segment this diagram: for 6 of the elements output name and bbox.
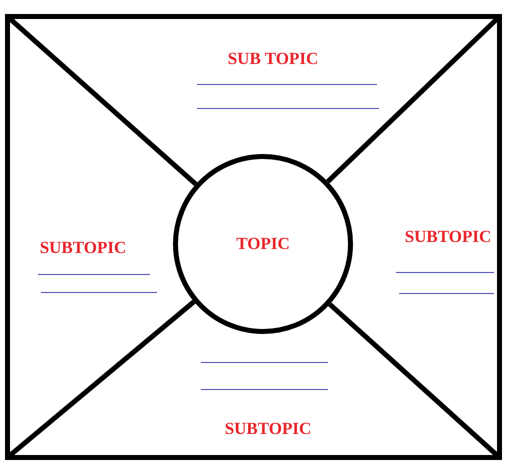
frame-border <box>5 14 502 460</box>
subtopic-label: SUBTOPIC <box>224 419 312 439</box>
subtopic-label: SUBTOPIC <box>404 227 492 247</box>
subtopic-label: SUB TOPIC <box>228 49 318 69</box>
subtopic-label: SUBTOPIC <box>40 238 126 258</box>
topic-circle: TOPIC <box>173 154 353 334</box>
